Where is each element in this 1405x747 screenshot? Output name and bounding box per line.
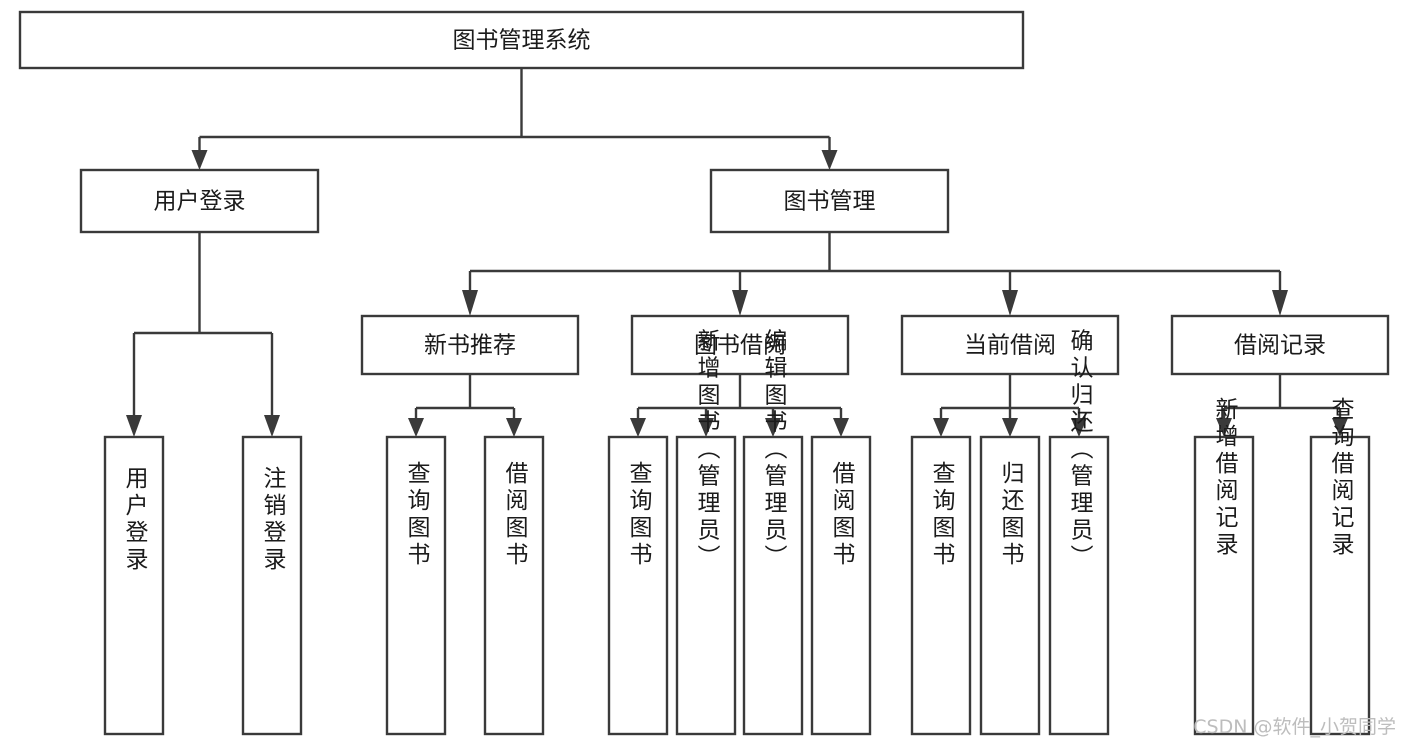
node-book-borrow-label: 图书借阅	[694, 333, 786, 359]
arrowhead-leaf-query-book-1	[408, 418, 424, 437]
arrowhead-leaf-user-logout	[264, 415, 280, 437]
node-book-manage-label: 图书管理	[784, 189, 876, 215]
leaf-return-book-label: 归还图书	[997, 461, 1025, 569]
leaf-query-book-1-box[interactable]	[385, 435, 447, 736]
arrowhead-leaf-add-book	[698, 418, 714, 437]
node-user-login[interactable]: 用户登录	[79, 168, 320, 234]
node-book-manage-box[interactable]	[709, 168, 950, 234]
leaf-query-record-label: 查询借阅记录	[1327, 397, 1355, 559]
leaf-user-login-label: 用户登录	[121, 466, 149, 574]
arrowhead-current-borrow	[1002, 290, 1018, 316]
node-root-label: 图书管理系统	[453, 28, 591, 54]
leaf-return-book[interactable]: 归还图书	[979, 435, 1041, 736]
leaf-borrow-book-1-label: 借阅图书	[501, 461, 529, 569]
leaf-borrow-book-2-label: 借阅图书	[828, 461, 856, 569]
arrowhead-leaf-return-book	[1002, 418, 1018, 437]
leaf-return-book-box[interactable]	[979, 435, 1041, 736]
leaf-borrow-book-2-box[interactable]	[810, 435, 872, 736]
leaf-query-book-2-box[interactable]	[607, 435, 669, 736]
leaf-query-record[interactable]: 查询借阅记录	[1309, 397, 1371, 736]
leaf-add-book-box[interactable]	[675, 435, 737, 736]
arrowhead-leaf-query-record	[1332, 418, 1348, 437]
leaf-user-logout-box[interactable]	[241, 435, 303, 736]
leaf-query-book-3-box[interactable]	[910, 435, 972, 736]
node-root-box[interactable]	[18, 10, 1025, 70]
watermark-label: CSDN @软件_小贺同学	[1193, 716, 1396, 738]
arrowhead-leaf-borrow-book-2	[833, 418, 849, 437]
leaf-user-logout[interactable]: 注销登录	[241, 435, 303, 736]
node-current-borrow-label: 当前借阅	[964, 333, 1056, 359]
leaf-borrow-book-2[interactable]: 借阅图书	[810, 435, 872, 736]
leaf-add-book-label: 新增图书（管理员）	[693, 329, 721, 572]
arrowhead-leaf-edit-book	[765, 418, 781, 437]
leaf-add-book[interactable]: 新增图书（管理员）	[675, 329, 737, 736]
leaf-query-book-2-label: 查询图书	[625, 461, 653, 569]
arrowhead-book-manage	[821, 150, 838, 170]
leaf-query-book-1-label: 查询图书	[403, 461, 431, 569]
arrowhead-leaf-confirm-return	[1071, 418, 1087, 437]
node-user-login-label: 用户登录	[154, 189, 246, 215]
leaf-confirm-return[interactable]: 确认归还（管理员）	[1048, 329, 1110, 736]
leaf-query-book-1[interactable]: 查询图书	[385, 435, 447, 736]
node-new-book-recommend[interactable]: 新书推荐	[360, 314, 580, 376]
node-root[interactable]: 图书管理系统	[18, 10, 1025, 70]
leaf-borrow-book-1-box[interactable]	[483, 435, 545, 736]
leaf-add-record-box[interactable]	[1193, 435, 1255, 736]
leaf-query-record-box[interactable]	[1309, 435, 1371, 736]
node-new-book-recommend-box[interactable]	[360, 314, 580, 376]
node-book-manage[interactable]: 图书管理	[709, 168, 950, 234]
leaf-confirm-return-box[interactable]	[1048, 435, 1110, 736]
node-borrow-record-label: 借阅记录	[1234, 333, 1326, 359]
node-borrow-record[interactable]: 借阅记录	[1170, 314, 1390, 376]
arrowhead-leaf-borrow-book-1	[506, 418, 522, 437]
arrowhead-leaf-user-login	[126, 415, 142, 437]
leaf-user-logout-label: 注销登录	[259, 466, 287, 574]
arrowhead-leaf-query-book-2	[630, 418, 646, 437]
connector-layer	[126, 68, 1348, 437]
leaf-edit-book[interactable]: 编辑图书（管理员）	[742, 329, 804, 736]
node-borrow-record-box[interactable]	[1170, 314, 1390, 376]
leaf-user-login[interactable]: 用户登录	[103, 435, 165, 736]
node-current-borrow-box[interactable]	[900, 314, 1120, 376]
arrowhead-user-login	[191, 150, 208, 170]
arrowhead-new-book-recommend	[462, 290, 478, 316]
leaf-query-book-3[interactable]: 查询图书	[910, 435, 972, 736]
leaf-query-book-3-label: 查询图书	[928, 461, 956, 569]
leaf-add-record-label: 新增借阅记录	[1211, 397, 1239, 559]
leaf-add-record[interactable]: 新增借阅记录	[1193, 397, 1255, 736]
node-new-book-recommend-label: 新书推荐	[424, 333, 516, 359]
leaf-user-login-box[interactable]	[103, 435, 165, 736]
leaf-borrow-book-1[interactable]: 借阅图书	[483, 435, 545, 736]
arrowhead-borrow-record	[1272, 290, 1288, 316]
node-user-login-box[interactable]	[79, 168, 320, 234]
node-current-borrow[interactable]: 当前借阅	[900, 314, 1120, 376]
leaf-query-book-2[interactable]: 查询图书	[607, 435, 669, 736]
leaf-confirm-return-label: 确认归还（管理员）	[1066, 329, 1094, 572]
leaf-edit-book-label: 编辑图书（管理员）	[760, 329, 788, 572]
arrowhead-leaf-query-book-3	[933, 418, 949, 437]
leaf-edit-book-box[interactable]	[742, 435, 804, 736]
node-book-borrow-box[interactable]	[630, 314, 850, 376]
arrowhead-book-borrow	[732, 290, 748, 316]
arrowhead-leaf-add-record	[1216, 418, 1232, 437]
node-book-borrow[interactable]: 图书借阅	[630, 314, 850, 376]
